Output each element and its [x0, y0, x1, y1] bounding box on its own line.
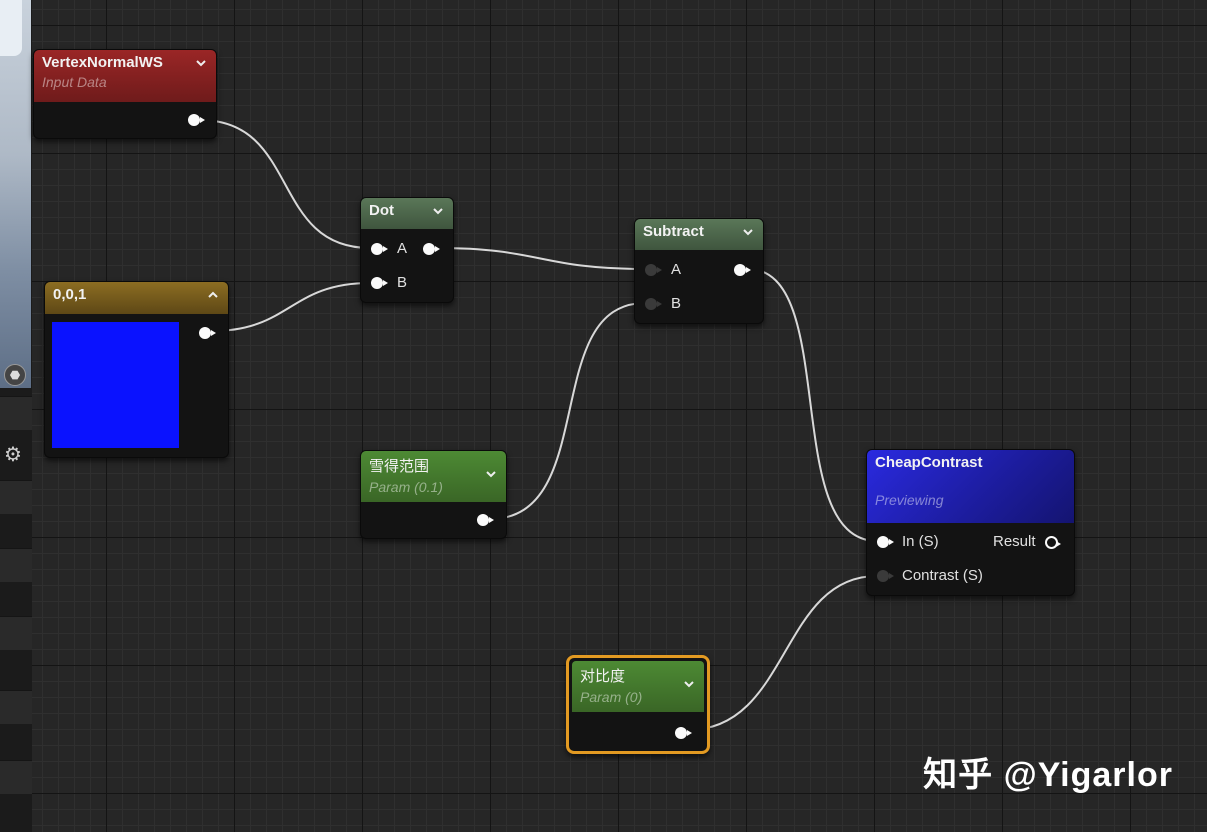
- constant-vector-node[interactable]: 0,0,1: [44, 281, 229, 458]
- panel-row: [0, 548, 32, 582]
- pin-label: A: [671, 261, 682, 278]
- pin-label: A: [397, 240, 408, 257]
- node-header[interactable]: VertexNormalWS Input Data: [34, 50, 216, 102]
- node-title: 0,0,1: [53, 286, 87, 303]
- cheap-contrast-node[interactable]: CheapContrast Previewing In (S) Result C…: [866, 449, 1075, 596]
- node-header[interactable]: Subtract: [635, 219, 763, 250]
- input-pin-a[interactable]: [645, 264, 662, 276]
- color-swatch: [52, 322, 179, 448]
- panel-row: [0, 480, 32, 514]
- pin-label: In (S): [902, 533, 939, 550]
- preview-viewport[interactable]: [0, 0, 31, 388]
- input-pin-contrast[interactable]: [877, 570, 894, 582]
- chevron-down-icon[interactable]: [432, 205, 444, 217]
- node-title: CheapContrast: [875, 454, 983, 471]
- output-pin[interactable]: [734, 264, 751, 276]
- input-pin-in[interactable]: [877, 536, 894, 548]
- chevron-up-icon[interactable]: [207, 289, 219, 301]
- node-title: Dot: [369, 202, 394, 219]
- node-header[interactable]: 对比度 Param (0): [572, 661, 704, 712]
- panel-row: [0, 760, 32, 794]
- node-header[interactable]: CheapContrast Previewing: [867, 450, 1074, 523]
- node-subtitle: Param (0): [580, 689, 643, 705]
- vertex-normal-node[interactable]: VertexNormalWS Input Data: [33, 49, 217, 139]
- node-header[interactable]: 0,0,1: [45, 282, 228, 314]
- panel-row: [0, 396, 32, 430]
- input-pin-a[interactable]: [371, 243, 388, 255]
- panel-row: [0, 690, 32, 724]
- gear-icon[interactable]: ⚙: [4, 444, 22, 466]
- watermark: 知乎 @Yigarlor: [923, 756, 1173, 794]
- input-pin-b[interactable]: [371, 277, 388, 289]
- chevron-down-icon[interactable]: [683, 678, 695, 690]
- panel-row: [0, 616, 32, 650]
- node-subtitle: Input Data: [42, 74, 107, 90]
- dot-node[interactable]: Dot A B: [360, 197, 454, 303]
- output-pin[interactable]: [423, 243, 440, 255]
- pin-label: B: [671, 295, 682, 312]
- node-title: 对比度: [580, 668, 626, 685]
- node-title: VertexNormalWS: [42, 54, 163, 71]
- pin-label: Result: [993, 533, 1036, 550]
- node-header[interactable]: 雪得范围 Param (0.1): [361, 451, 506, 502]
- node-title: 雪得范围: [369, 458, 430, 475]
- chevron-down-icon[interactable]: [742, 226, 754, 238]
- output-pin-result[interactable]: [1045, 536, 1061, 549]
- subtract-node[interactable]: Subtract A B: [634, 218, 764, 324]
- output-pin[interactable]: [199, 327, 216, 339]
- pin-label: Contrast (S): [902, 567, 983, 584]
- chevron-down-icon[interactable]: [195, 57, 207, 69]
- input-pin-b[interactable]: [645, 298, 662, 310]
- output-pin[interactable]: [188, 114, 205, 126]
- preview-shape-icon[interactable]: ⬣: [4, 364, 26, 386]
- chevron-down-icon[interactable]: [485, 468, 497, 480]
- output-pin[interactable]: [675, 727, 692, 739]
- snow-range-param-node[interactable]: 雪得范围 Param (0.1): [360, 450, 507, 539]
- node-subtitle: Previewing: [875, 492, 944, 508]
- pin-label: B: [397, 274, 408, 291]
- contrast-param-node[interactable]: 对比度 Param (0): [566, 655, 710, 754]
- output-pin[interactable]: [477, 514, 494, 526]
- node-title: Subtract: [643, 223, 704, 240]
- details-panel: ⬣ ⚙: [0, 0, 34, 832]
- node-header[interactable]: Dot: [361, 198, 453, 229]
- node-subtitle: Param (0.1): [369, 479, 443, 495]
